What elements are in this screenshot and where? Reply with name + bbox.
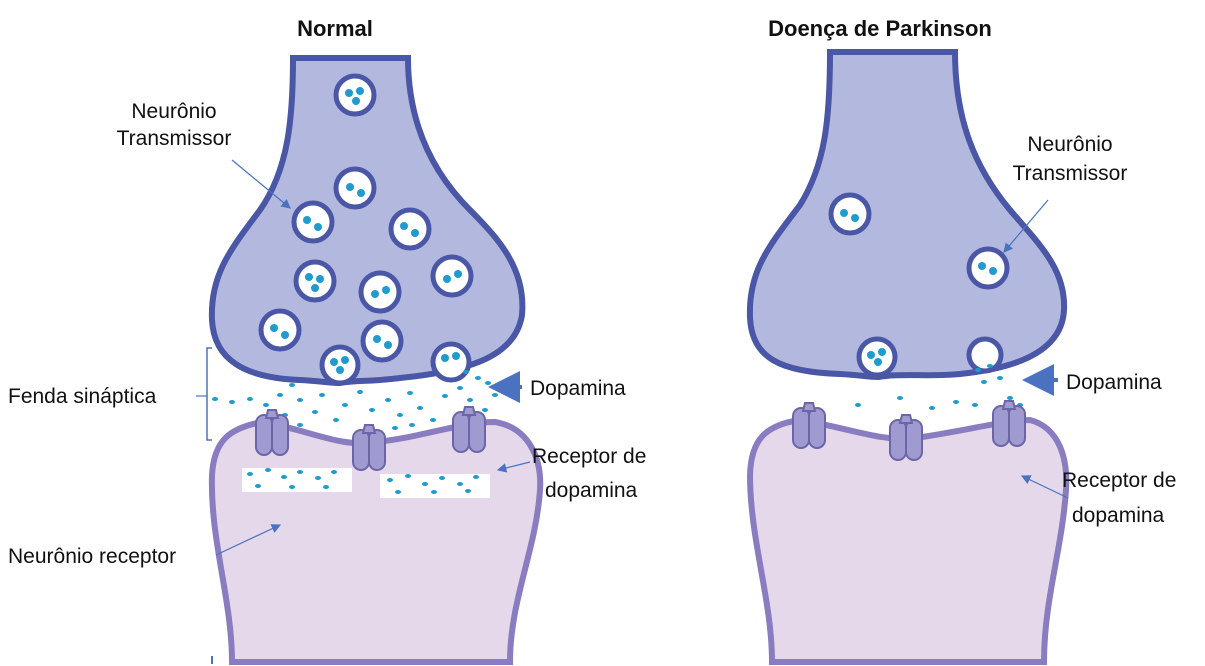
receptor: [793, 403, 825, 448]
receptor: [353, 425, 385, 470]
parkinson-title: Doença de Parkinson: [768, 16, 992, 41]
parkinson-receptor-label-line1: Receptor de: [1062, 469, 1176, 492]
normal-transmitter-label-line2: Transmissor: [117, 127, 232, 150]
parkinson-transmitter-neuron: [750, 52, 1064, 377]
receiver-label: Neurônio receptor: [8, 545, 176, 568]
normal-dopamine-label: Dopamina: [530, 377, 626, 400]
parkinson-receptor-label-line2: dopamina: [1072, 504, 1165, 527]
normal-panel: Normal Neurônio Transmissor Fenda sinápt…: [8, 16, 646, 664]
parkinson-dopamine-label: Dopamina: [1066, 371, 1162, 394]
parkinson-panel: Doença de Parkinson Neurônio Transmissor…: [750, 16, 1177, 662]
receptor: [993, 401, 1025, 446]
normal-receptor-label-line2: dopamina: [545, 479, 638, 502]
parkinson-transmitter-label-line1: Neurônio: [1027, 133, 1112, 156]
cleft-bracket: [207, 348, 212, 440]
receptor: [256, 410, 288, 455]
parkinson-transmitter-label-line2: Transmissor: [1013, 162, 1128, 185]
cleft-label: Fenda sináptica: [8, 385, 157, 408]
receptor: [890, 415, 922, 460]
normal-receptor-label-line1: Receptor de: [532, 445, 646, 468]
receptor: [453, 407, 485, 452]
normal-transmitter-label-line1: Neurônio: [131, 100, 216, 123]
normal-title: Normal: [297, 16, 373, 41]
